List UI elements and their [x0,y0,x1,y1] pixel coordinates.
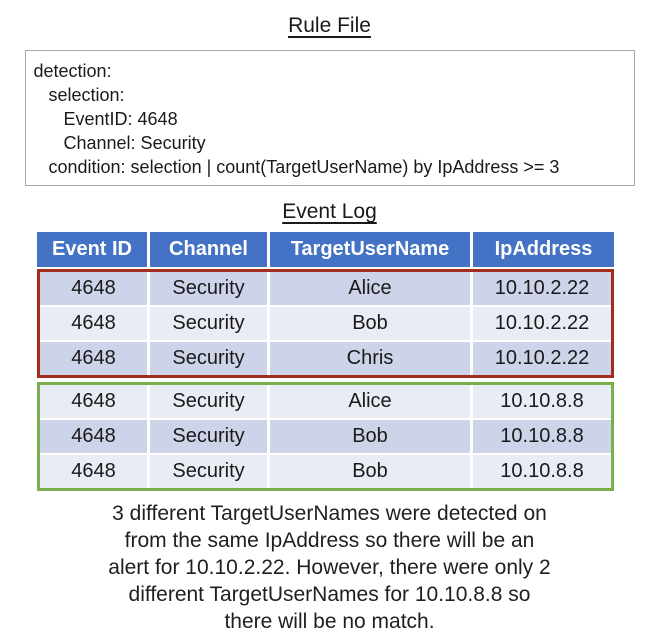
event-log-title: Event Log [0,186,659,225]
table-row: 4648 Security Bob 10.10.8.8 [40,418,611,453]
table-row: 4648 Security Bob 10.10.8.8 [40,453,611,488]
rule-line: Channel: Security [33,133,206,153]
explanation-line: 3 different TargetUserNames were detecte… [112,502,547,525]
column-header-event-id: Event ID [51,238,133,260]
cell-ip-address: 10.10.2.22 [470,272,611,305]
explanation-text: 3 different TargetUserNames were detecte… [0,500,659,635]
no-match-highlight-box: 4648 Security Alice 10.10.8.8 4648 Secur… [37,382,614,491]
cell-event-id: 4648 [40,385,147,418]
rule-line: selection: [33,85,125,105]
cell-target-user-name: Bob [267,420,470,453]
cell-target-user-name: Alice [267,385,470,418]
cell-ip-address: 10.10.2.22 [470,342,611,375]
rule-file-title-text: Rule File [288,14,371,37]
cell-event-id: 4648 [40,455,147,488]
rule-file-box: detection: selection: EventID: 4648 Chan… [24,50,635,186]
table-row: 4648 Security Bob 10.10.2.22 [40,305,611,340]
cell-ip-address: 10.10.8.8 [470,420,611,453]
cell-ip-address: 10.10.2.22 [470,307,611,340]
cell-event-id: 4648 [40,272,147,305]
explanation-line: there will be no match. [224,610,435,633]
column-header-ip-address: IpAddress [470,232,614,267]
cell-target-user-name: Bob [267,307,470,340]
event-log-title-text: Event Log [282,200,377,223]
rule-line: condition: selection | count(TargetUserN… [33,157,560,177]
table-header-row: Event ID Channel TargetUserName IpAddres… [37,232,614,267]
table-row: 4648 Security Alice 10.10.8.8 [40,385,611,418]
explanation-line: from the same IpAddress so there will be… [124,529,535,552]
cell-channel: Security [147,420,267,453]
cell-target-user-name: Alice [267,272,470,305]
column-header-target-user-name: TargetUserName [267,232,470,267]
column-header-channel: Channel [147,232,267,267]
table-row: 4648 Security Chris 10.10.2.22 [40,340,611,375]
table-row: 4648 Security Alice 10.10.2.22 [40,272,611,305]
rule-file-title: Rule File [0,0,659,39]
cell-channel: Security [147,455,267,488]
explanation-line: alert for 10.10.2.22. However, there wer… [108,556,551,579]
cell-channel: Security [147,307,267,340]
alert-highlight-box: 4648 Security Alice 10.10.2.22 4648 Secu… [37,269,614,378]
cell-event-id: 4648 [40,307,147,340]
cell-target-user-name: Chris [267,342,470,375]
explanation-line: different TargetUserNames for 10.10.8.8 … [128,583,531,606]
rule-line: EventID: 4648 [33,109,178,129]
cell-channel: Security [147,272,267,305]
cell-channel: Security [147,342,267,375]
cell-target-user-name: Bob [267,455,470,488]
cell-ip-address: 10.10.8.8 [470,455,611,488]
rule-line: detection: [33,61,112,81]
event-log-table: Event ID Channel TargetUserName IpAddres… [37,232,614,491]
cell-channel: Security [147,385,267,418]
cell-event-id: 4648 [40,420,147,453]
cell-ip-address: 10.10.8.8 [470,385,611,418]
cell-event-id: 4648 [40,342,147,375]
